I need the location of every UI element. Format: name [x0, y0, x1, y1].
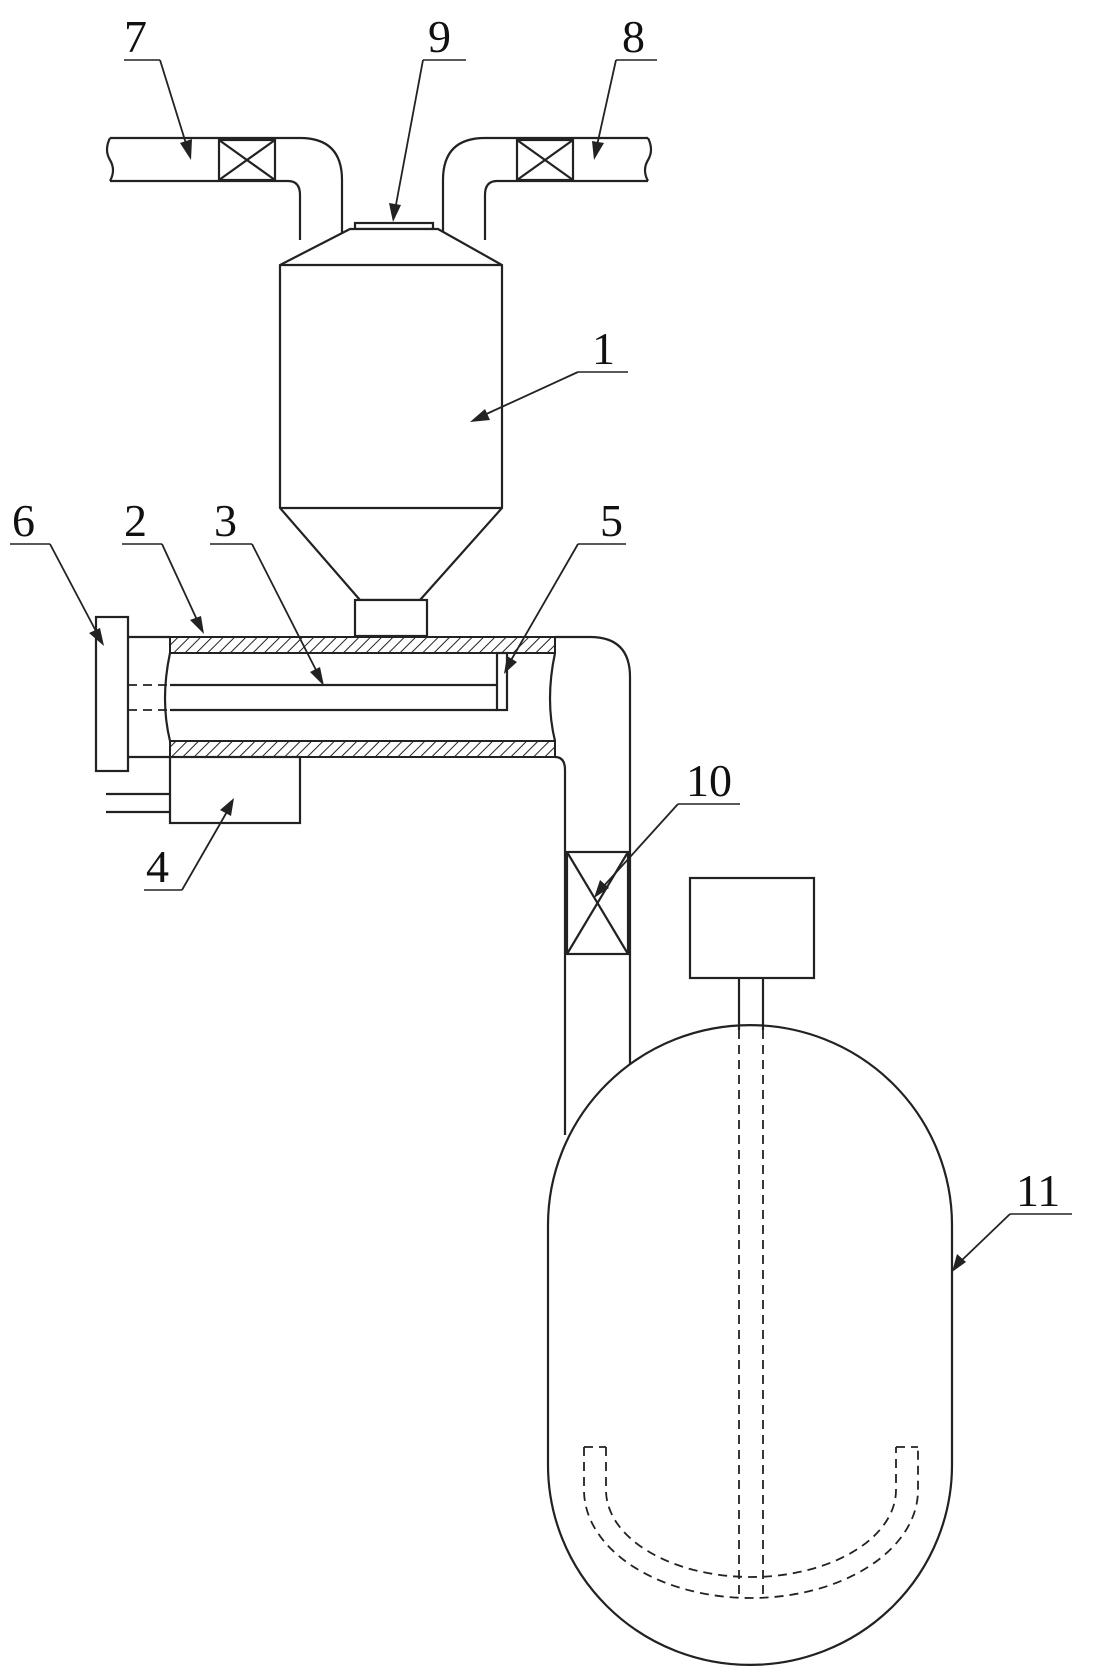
svg-text:9: 9 [428, 11, 451, 62]
svg-text:10: 10 [686, 755, 732, 806]
svg-text:7: 7 [124, 11, 147, 62]
label-7: 7 [124, 11, 192, 160]
svg-text:1: 1 [592, 323, 615, 374]
inlet-pipe-left [105, 136, 344, 240]
label-2: 2 [122, 495, 204, 634]
screw-barrel [128, 635, 632, 1135]
screw-shaft [128, 683, 497, 712]
discharge-valve [565, 850, 630, 956]
inlet-valve [217, 138, 277, 182]
hopper-neck [353, 598, 429, 638]
svg-text:6: 6 [12, 495, 35, 546]
svg-text:8: 8 [622, 11, 645, 62]
hopper [278, 221, 504, 638]
label-3: 3 [210, 495, 324, 686]
svg-text:2: 2 [124, 495, 147, 546]
label-4: 4 [144, 798, 234, 892]
svg-text:5: 5 [600, 495, 623, 546]
stirrer-motor [688, 876, 816, 980]
label-9: 9 [389, 11, 466, 222]
piston-plate [495, 651, 509, 712]
label-11: 11 [952, 1165, 1072, 1272]
label-10: 10 [594, 755, 740, 898]
heater-box [106, 755, 302, 825]
label-5: 5 [504, 495, 626, 674]
reaction-tank [546, 876, 954, 1666]
svg-text:11: 11 [1016, 1165, 1060, 1216]
end-flange [94, 615, 130, 773]
outlet-valve [515, 138, 575, 182]
label-6: 6 [10, 495, 104, 646]
svg-text:3: 3 [214, 495, 237, 546]
label-8: 8 [592, 11, 657, 160]
svg-text:4: 4 [146, 841, 169, 892]
outlet-pipe-right [441, 136, 653, 240]
label-1: 1 [470, 323, 628, 422]
